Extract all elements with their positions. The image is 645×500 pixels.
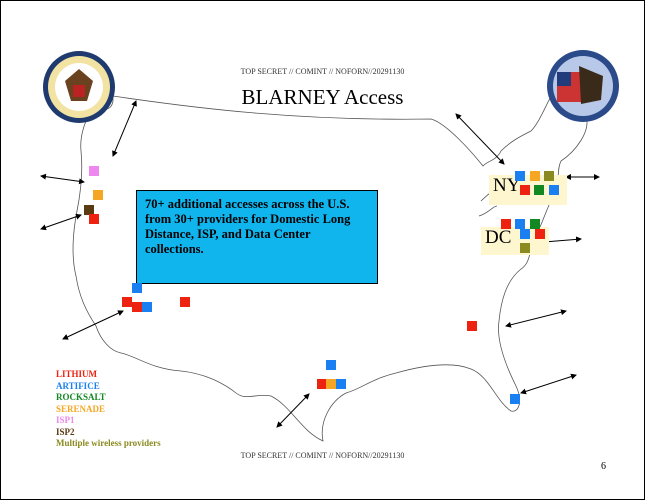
marker-lithium [122, 297, 132, 307]
header-classification: TOP SECRET // COMINT // NOFORN//20291130 [240, 67, 405, 76]
marker-lithium [180, 297, 190, 307]
marker-artifice [515, 219, 525, 229]
arrow [62, 310, 124, 340]
legend-item-isp1: ISP1 [56, 415, 75, 425]
marker-artifice [549, 185, 559, 195]
arrow [520, 373, 577, 395]
legend-item-serenade: SERENADE [56, 403, 106, 414]
arrow [505, 309, 567, 328]
marker-lithium [132, 302, 142, 312]
marker-artifice [142, 302, 152, 312]
arrow [40, 213, 82, 231]
legend-item-artifice: ARTIFICE [56, 380, 100, 391]
marker-lithium [89, 214, 99, 224]
legend-item-lithium: LITHIUM [56, 369, 98, 379]
marker-lithium [535, 229, 545, 239]
arrow [543, 236, 582, 245]
marker-artifice [515, 171, 525, 181]
marker-rocksalt [530, 219, 540, 229]
page-number: 6 [601, 461, 606, 472]
access-arrows [40, 100, 600, 428]
arrow [276, 393, 310, 428]
marker-serenade [93, 190, 103, 200]
marker-wireless [544, 171, 554, 181]
legend: LITHIUM ARTIFICE ROCKSALT SERENADE ISP1 … [56, 369, 161, 450]
marker-artifice [520, 229, 530, 239]
marker-isp2 [84, 205, 94, 215]
sso-seal [547, 50, 619, 122]
legend-item-rocksalt: ROCKSALT [56, 392, 106, 402]
legend-item-isp2: ISP2 [56, 426, 75, 437]
marker-serenade [530, 171, 540, 181]
callout-box: 70+ additional accesses across the U.S. … [136, 190, 378, 284]
marker-artifice [132, 283, 142, 293]
arrow [455, 113, 505, 165]
arrow [112, 100, 137, 157]
page-title: BLARNEY Access [241, 85, 404, 109]
footer-classification: TOP SECRET // COMINT // NOFORN//20291130 [240, 451, 405, 460]
marker-isp1 [89, 166, 99, 176]
marker-artifice [326, 360, 336, 370]
marker-lithium [317, 379, 327, 389]
nsa-seal [43, 51, 115, 123]
arrow [40, 173, 85, 185]
marker-rocksalt [534, 185, 544, 195]
marker-lithium [501, 219, 511, 229]
marker-artifice [336, 379, 346, 389]
marker-lithium [520, 185, 530, 195]
legend-item-wireless: Multiple wireless providers [56, 438, 161, 448]
marker-lithium [467, 321, 477, 331]
marker-serenade [326, 379, 336, 389]
marker-artifice [510, 394, 520, 404]
marker-wireless [520, 243, 530, 253]
